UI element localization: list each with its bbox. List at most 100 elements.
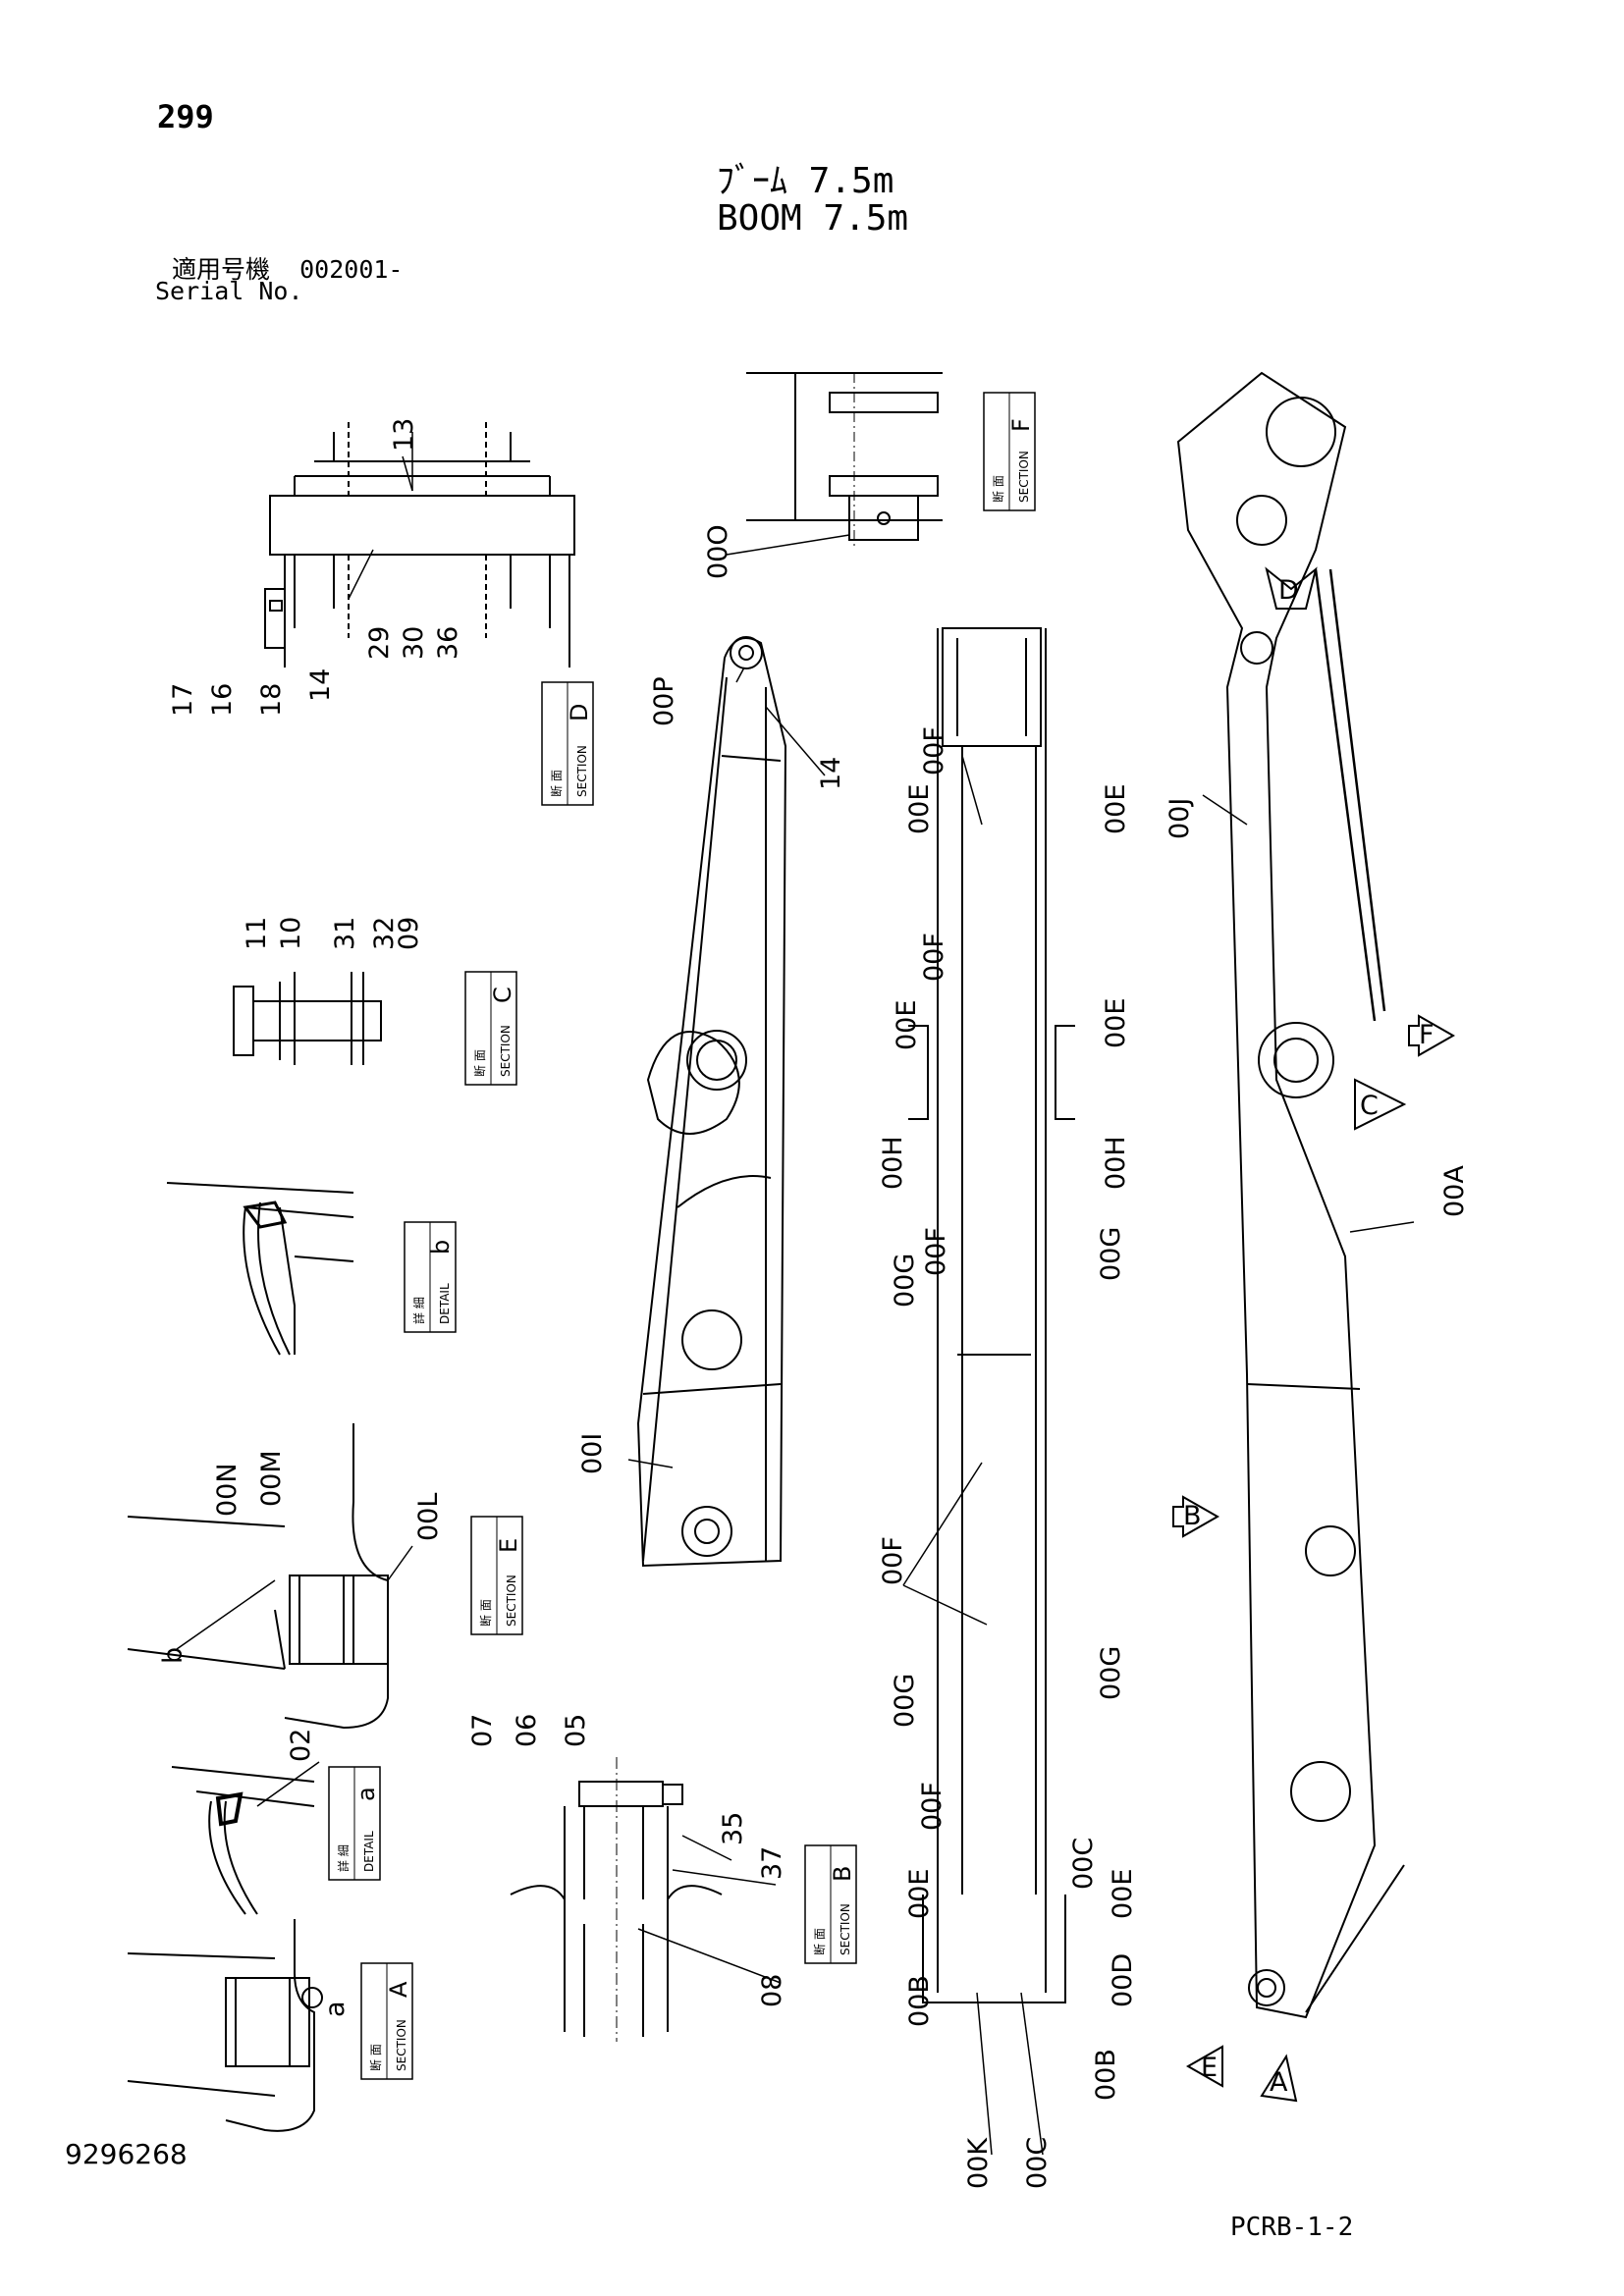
section-b-drawing: [510, 1757, 723, 2042]
label-00H-1: 00H: [878, 1136, 908, 1190]
title-english: BOOM 7.5m: [717, 198, 909, 239]
view-arrow-f: [1408, 1014, 1456, 1057]
svg-text:SECTION: SECTION: [499, 1025, 513, 1077]
svg-text:SECTION: SECTION: [1017, 451, 1031, 503]
label-00D: 00D: [1108, 1953, 1138, 2007]
serial-value: 002001-: [299, 255, 404, 284]
label-00E-2: 00E: [1101, 784, 1131, 834]
svg-text:SECTION: SECTION: [395, 2019, 408, 2071]
label-14-section-d: 14: [305, 668, 336, 702]
label-13: 13: [389, 418, 419, 452]
label-00K: 00K: [963, 2137, 994, 2189]
svg-text:A: A: [1270, 2067, 1288, 2098]
label-00N: 00N: [212, 1463, 243, 1517]
label-29: 29: [364, 626, 395, 660]
svg-text:SECTION: SECTION: [575, 745, 589, 797]
svg-text:断 面: 断 面: [472, 1049, 487, 1077]
label-09: 09: [394, 917, 424, 950]
svg-text:b: b: [427, 1240, 455, 1255]
section-b-label-box: 断 面 SECTION B: [804, 1844, 857, 1964]
svg-text:詳 細: 詳 細: [411, 1297, 426, 1324]
svg-text:断 面: 断 面: [991, 475, 1005, 503]
label-36: 36: [433, 626, 463, 660]
svg-text:断 面: 断 面: [812, 1928, 827, 1955]
section-d-drawing: [264, 422, 575, 667]
label-35: 35: [718, 1812, 748, 1845]
svg-text:a: a: [352, 1787, 380, 1801]
label-00F-3: 00F: [921, 1227, 951, 1276]
label-b: b: [158, 1647, 189, 1664]
label-00E-5: 00E: [904, 1869, 935, 1919]
section-e-label-box: 断 面 SECTION E: [470, 1516, 523, 1635]
label-00F-4: 00F: [878, 1536, 908, 1585]
svg-text:F: F: [1007, 418, 1035, 432]
label-a: a: [320, 2001, 351, 2017]
label-32: 32: [369, 917, 400, 950]
svg-text:D: D: [566, 704, 593, 721]
section-e-drawing: [127, 1423, 389, 1730]
svg-text:断 面: 断 面: [478, 1599, 493, 1627]
label-00F-1: 00F: [919, 726, 949, 775]
section-a-label-box: 断 面 SECTION A: [360, 1962, 413, 2080]
label-00E-4: 00E: [1101, 998, 1131, 1048]
label-16: 16: [207, 683, 238, 717]
label-00M: 00M: [256, 1450, 287, 1507]
part-labels: 13 29 30 36 17 16 18 14 11 10 31 32 09 b…: [158, 418, 1470, 2189]
label-00F-2: 00F: [919, 933, 949, 982]
svg-text:B: B: [1183, 1501, 1202, 1531]
detail-b-drawing: [166, 1182, 354, 1356]
svg-text:A: A: [385, 1981, 412, 1998]
label-00B-1: 00B: [904, 1975, 935, 2027]
boom-top-view-center: [908, 627, 1075, 2003]
serial-label-japanese: 適用号機 002001-: [172, 250, 403, 286]
view-arrow-e: [1185, 2045, 1223, 2088]
label-30: 30: [399, 626, 429, 660]
label-17: 17: [168, 683, 198, 717]
label-02: 02: [286, 1729, 316, 1762]
svg-text:D: D: [1278, 575, 1299, 606]
section-a-drawing: [127, 1919, 323, 2132]
view-arrow-b: [1172, 1495, 1220, 1538]
label-08: 08: [757, 1974, 787, 2007]
label-00G-2: 00G: [1096, 1227, 1126, 1281]
label-00P: 00P: [649, 676, 679, 726]
label-00O: 00O: [703, 524, 733, 579]
label-00J: 00J: [1164, 798, 1195, 839]
svg-text:SECTION: SECTION: [839, 1903, 852, 1955]
svg-text:E: E: [1201, 2053, 1218, 2083]
label-00G-4: 00G: [1096, 1646, 1126, 1700]
svg-text:C: C: [489, 987, 516, 1003]
label-10: 10: [276, 917, 306, 950]
detail-b-label-box: 詳 細 DETAIL b: [404, 1221, 457, 1333]
page-code: PCRB-1-2: [1230, 2213, 1354, 2242]
svg-text:B: B: [829, 1866, 856, 1882]
label-14-boom: 14: [816, 757, 846, 790]
label-00L: 00L: [413, 1493, 444, 1541]
label-00G-1: 00G: [890, 1254, 920, 1308]
label-00H-2: 00H: [1101, 1136, 1131, 1190]
view-arrow-a: [1260, 2054, 1298, 2103]
label-00A: 00A: [1439, 1165, 1470, 1217]
label-00E-6: 00E: [1108, 1869, 1138, 1919]
svg-text:SECTION: SECTION: [505, 1575, 518, 1627]
view-arrow-d: [1265, 566, 1318, 610]
label-00B-2: 00B: [1091, 2049, 1121, 2101]
section-c-drawing: [233, 972, 382, 1065]
svg-text:DETAIL: DETAIL: [438, 1283, 452, 1324]
detail-a-label-box: 詳 細 DETAIL a: [328, 1766, 381, 1881]
label-31: 31: [330, 917, 360, 950]
svg-text:DETAIL: DETAIL: [362, 1831, 376, 1872]
section-f-label-box: 断 面 SECTION F: [983, 392, 1036, 511]
label-11: 11: [242, 917, 272, 950]
svg-text:F: F: [1419, 1020, 1435, 1050]
label-05: 05: [561, 1714, 591, 1747]
label-00G-3: 00G: [890, 1674, 920, 1728]
label-06: 06: [512, 1714, 542, 1747]
label-00E-1: 00E: [904, 784, 935, 834]
label-00E-3: 00E: [892, 1000, 922, 1050]
svg-text:C: C: [1360, 1091, 1379, 1121]
svg-text:断 面: 断 面: [549, 770, 564, 797]
detail-a-drawing: [171, 1766, 315, 1915]
page-number: 299: [157, 98, 214, 135]
view-arrow-c: [1354, 1078, 1407, 1131]
